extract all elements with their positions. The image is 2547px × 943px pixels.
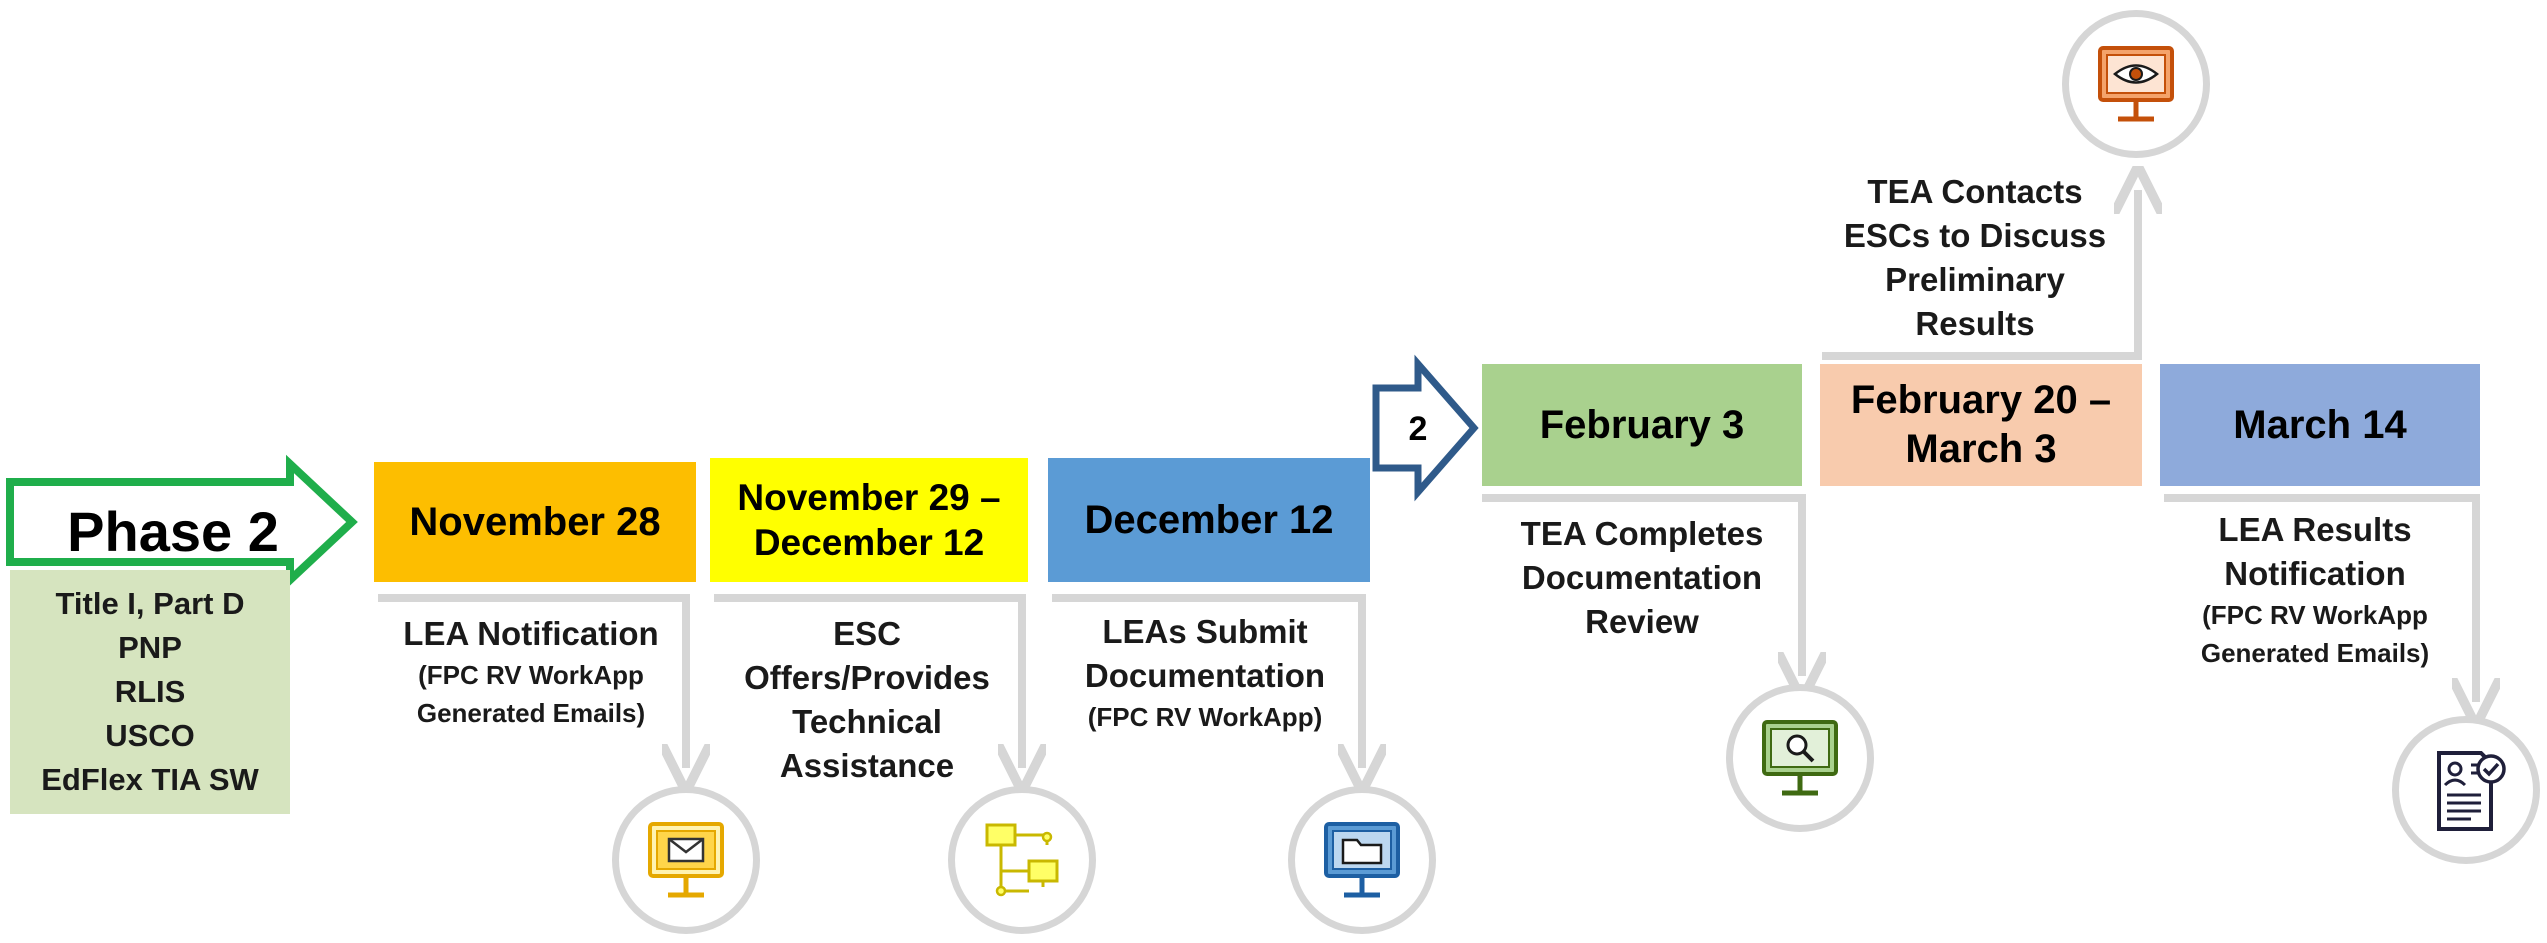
document-check-icon xyxy=(2437,751,2506,831)
desc-subline: (FPC RV WorkApp xyxy=(418,660,644,690)
date-line: December 12 xyxy=(1084,497,1334,542)
desc-subline: Generated Emails) xyxy=(2200,638,2430,668)
desc-subline: (FPC RV WorkApp) xyxy=(1087,702,1323,732)
milestone-icon-circle-1 xyxy=(612,786,760,934)
desc-line: Review xyxy=(1585,603,1699,640)
program-item: RLIS xyxy=(114,674,186,709)
milestone-date-3: December 12 xyxy=(1048,458,1370,582)
connector-3 xyxy=(1052,594,1362,768)
milestone-date-1: November 28 xyxy=(374,462,696,582)
milestone-date-5: February 20 – March 3 xyxy=(1820,364,2142,486)
date-line: February 3 xyxy=(1539,402,1745,447)
milestone-icon-circle-4 xyxy=(1726,684,1874,832)
desc-line: Technical xyxy=(792,703,942,740)
desc-line: LEA Results xyxy=(2218,511,2412,548)
milestone-icon-circle-3 xyxy=(1288,786,1436,934)
milestone-icon-circle-6 xyxy=(2392,716,2540,864)
milestone-desc-2: ESC Offers/Provides Technical Assistance xyxy=(712,612,1022,788)
phase-label: Phase 2 xyxy=(67,499,279,563)
desc-line: Preliminary xyxy=(1885,261,2065,298)
connector-5 xyxy=(1822,190,2138,360)
desc-line: LEAs Submit xyxy=(1102,613,1308,650)
eye-monitor-icon xyxy=(2098,46,2174,122)
desc-line: Documentation xyxy=(1084,657,1326,694)
program-item: PNP xyxy=(118,630,182,665)
desc-line: ESC xyxy=(833,615,901,652)
desc-line: TEA Contacts xyxy=(1867,173,2083,210)
desc-subline: Generated Emails) xyxy=(416,698,646,728)
connector-4 xyxy=(1482,494,1802,676)
milestone-date-2: November 29 – December 12 xyxy=(710,458,1028,582)
milestone-desc-6: LEA Results Notification (FPC RV WorkApp… xyxy=(2160,508,2470,672)
search-monitor-icon xyxy=(1762,720,1838,796)
email-monitor-icon xyxy=(648,822,724,898)
program-item: Title I, Part D xyxy=(55,586,245,621)
milestone-desc-5: TEA Contacts ESCs to Discuss Preliminary… xyxy=(1820,170,2130,346)
program-item: USCO xyxy=(105,718,195,753)
step2-arrow xyxy=(1372,354,1479,502)
milestone-date-6: March 14 xyxy=(2160,364,2480,486)
date-line: February 20 – xyxy=(1850,378,2112,423)
desc-subline: (FPC RV WorkApp xyxy=(2202,600,2428,630)
desc-line: Documentation xyxy=(1521,559,1763,596)
step2-marker-label: 2 xyxy=(1408,409,1428,448)
desc-line: LEA Notification xyxy=(403,615,659,652)
desc-line: ESCs to Discuss xyxy=(1843,217,2107,254)
program-item: EdFlex TIA SW xyxy=(41,762,259,797)
phase-program-list: Title I, Part D PNP RLIS USCO EdFlex TIA… xyxy=(10,570,290,814)
network-icon xyxy=(985,823,1059,897)
date-line: November 28 xyxy=(409,499,661,544)
phase-arrow xyxy=(6,454,358,590)
connector-1 xyxy=(378,594,686,768)
connector-6 xyxy=(2164,494,2476,702)
connector-2 xyxy=(714,594,1022,768)
date-line: March 3 xyxy=(1905,427,2057,471)
milestone-desc-4: TEA Completes Documentation Review xyxy=(1482,512,1802,644)
milestone-icon-circle-5 xyxy=(2062,10,2210,158)
desc-line: Offers/Provides xyxy=(744,659,990,696)
desc-line: Results xyxy=(1915,305,2035,342)
milestone-desc-3: LEAs Submit Documentation (FPC RV WorkAp… xyxy=(1050,610,1360,736)
milestone-desc-1: LEA Notification (FPC RV WorkApp Generat… xyxy=(376,612,686,732)
milestone-date-4: February 3 xyxy=(1482,364,1802,486)
desc-line: TEA Completes xyxy=(1520,515,1764,552)
date-line: December 12 xyxy=(753,522,985,563)
desc-line: Notification xyxy=(2224,555,2406,592)
date-line: March 14 xyxy=(2233,402,2407,447)
desc-line: Assistance xyxy=(779,747,955,784)
date-line: November 29 – xyxy=(737,476,1001,518)
milestone-icon-circle-2 xyxy=(948,786,1096,934)
folder-monitor-icon xyxy=(1324,822,1400,898)
